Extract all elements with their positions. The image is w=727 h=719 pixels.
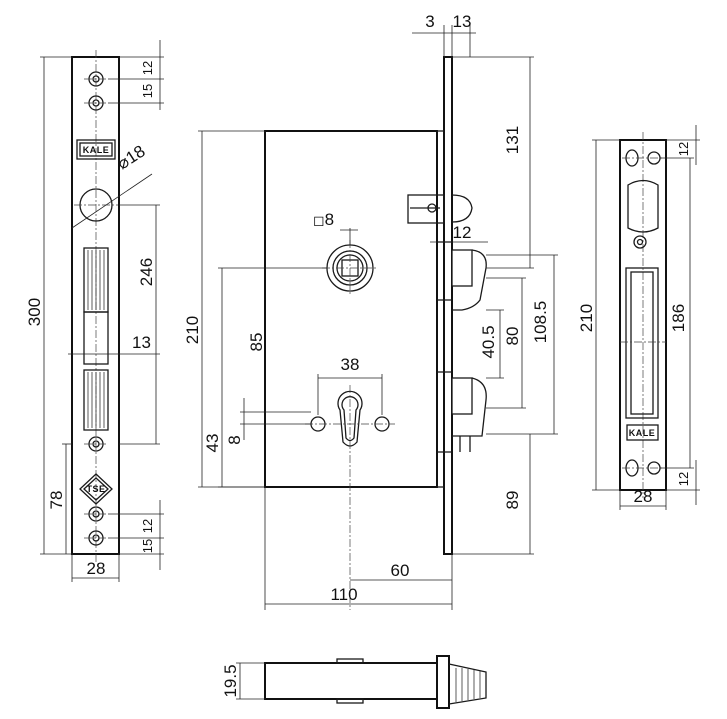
dim-110: 110 <box>330 585 357 604</box>
dim-38: 38 <box>341 355 360 374</box>
lock-forend <box>443 56 453 555</box>
dim-108-5: 108.5 <box>531 301 550 344</box>
dim-60: 60 <box>391 561 410 580</box>
dim-15-face-top: 15 <box>140 84 155 98</box>
faceplate-spindle-hole: ⌀18 <box>71 142 153 229</box>
dim-85: 85 <box>247 333 266 352</box>
dim-12-face-bottom: 12 <box>140 519 155 533</box>
side-case <box>264 662 438 700</box>
kale-logo-strike-text: KALE <box>629 428 656 438</box>
dim-3: 3 <box>425 12 434 31</box>
cylinder-cutout <box>305 385 395 610</box>
faceplate-screw-holes-top <box>84 71 108 111</box>
lock-case <box>264 130 438 488</box>
spindle-hub: ◻8 <box>313 210 378 296</box>
dim-300: 300 <box>25 298 44 326</box>
dim-12-face-top: 12 <box>140 61 155 75</box>
faceplate-screw-holes-bottom <box>84 506 108 546</box>
lock-body-view: ◻8 38 <box>183 12 558 610</box>
faceplate-view: KALE ⌀18 <box>25 40 164 582</box>
dim-12-strike-bottom: 12 <box>676 472 691 486</box>
faceplate-latch-opening <box>83 247 109 365</box>
dim-78: 78 <box>47 491 66 510</box>
dim-square-8: ◻8 <box>313 210 334 229</box>
faceplate-bolt-opening <box>83 369 109 431</box>
tse-logo-text: TSE <box>86 484 105 494</box>
dim-210-body: 210 <box>183 316 202 344</box>
dim-131: 131 <box>503 126 522 154</box>
side-view: 19.5 <box>221 655 487 709</box>
kale-logo-text: KALE <box>83 145 110 155</box>
dim-43: 43 <box>203 434 222 453</box>
top-latch-detail <box>407 194 473 224</box>
dim-8-cylinder: 8 <box>225 435 244 444</box>
dim-210-strike: 210 <box>577 304 596 332</box>
faceplate-outline <box>71 56 120 555</box>
dim-12-strike-top: 12 <box>676 142 691 156</box>
dim-28-face: 28 <box>87 559 106 578</box>
dim-15-face-bottom: 15 <box>140 539 155 553</box>
dim-186: 186 <box>669 304 688 332</box>
dim-12-latch: 12 <box>453 223 472 242</box>
dim-80: 80 <box>503 327 522 346</box>
tse-logo: TSE <box>79 473 113 505</box>
dim-89: 89 <box>503 491 522 510</box>
dead-bolt <box>437 371 487 453</box>
dim-40-5: 40.5 <box>479 325 498 358</box>
dim-28-strike: 28 <box>634 487 653 506</box>
dim-19-5: 19.5 <box>221 664 240 697</box>
kale-logo: KALE <box>76 139 116 160</box>
dim-13-face: 13 <box>132 333 151 352</box>
dim-13-top: 13 <box>453 12 472 31</box>
dim-246: 246 <box>137 258 156 286</box>
strike-plate-view: KALE 210 186 12 12 28 <box>577 125 700 510</box>
